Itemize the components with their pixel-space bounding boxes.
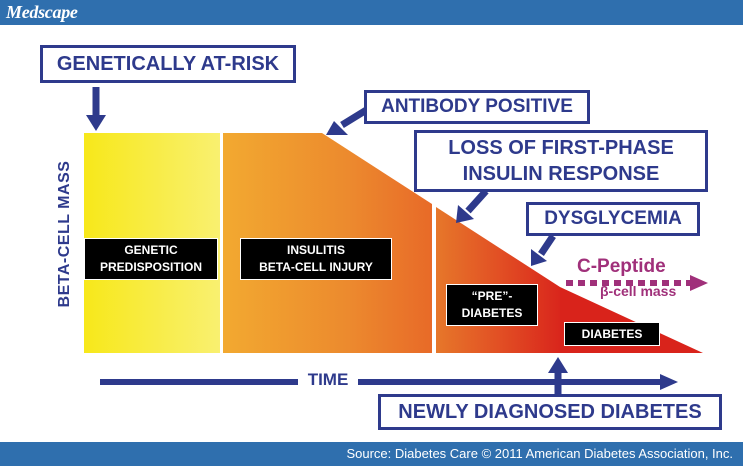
callout-loss-first-phase-line1: LOSS OF FIRST-PHASE (448, 137, 674, 159)
y-axis-label: BETA-CELL MASS (56, 160, 73, 308)
stage-label-genetic: GENETIC PREDISPOSITION (84, 238, 218, 280)
brand-logo: Medscape (6, 2, 78, 22)
dysglycemia-arrow-head (531, 249, 547, 266)
callout-genetically-at-risk: GENETICALLY AT-RISK (40, 45, 296, 83)
callout-loss-first-phase: LOSS OF FIRST-PHASE INSULIN RESPONSE (414, 130, 708, 192)
beta-cell-mass-label: β-cell mass (600, 283, 677, 299)
stage-label-diabetes: DIABETES (564, 322, 660, 346)
stage-label-genetic-line1: GENETIC (124, 243, 178, 257)
stage-label-insulitis: INSULITIS BETA-CELL INJURY (240, 238, 392, 280)
stage-label-pre-line2: DIABETES (461, 306, 523, 320)
stage-label-diabetes-text: DIABETES (581, 327, 643, 341)
header-bar: Medscape (0, 0, 743, 25)
first-phase-arrow-head (456, 205, 474, 223)
stage-label-insulitis-line1: INSULITIS (286, 243, 345, 257)
newly-diagnosed-arrow-head (548, 357, 568, 373)
antibody-arrow-line (340, 106, 370, 128)
c-peptide-arrow-head (690, 275, 708, 291)
callout-newly-diagnosed-text: NEWLY DIAGNOSED DIABETES (398, 401, 702, 423)
stage-label-insulitis-line2: BETA-CELL INJURY (259, 260, 373, 274)
c-peptide-title: C-Peptide (577, 256, 666, 277)
source-credit: Source: Diabetes Care © 2011 American Di… (346, 446, 733, 461)
x-axis-label: TIME (298, 370, 358, 392)
first-phase-arrow-line (465, 188, 489, 214)
callout-dysglycemia: DYSGLYCEMIA (526, 202, 700, 236)
callout-genetically-at-risk-text: GENETICALLY AT-RISK (56, 53, 280, 75)
callout-antibody-positive-text: ANTIBODY POSITIVE (381, 96, 573, 117)
antibody-arrow-head (326, 121, 348, 135)
stage-label-pre-diabetes: “PRE”- DIABETES (446, 284, 538, 326)
dysglycemia-arrow-line (538, 234, 556, 256)
callout-newly-diagnosed: NEWLY DIAGNOSED DIABETES (378, 394, 722, 430)
callout-antibody-positive: ANTIBODY POSITIVE (364, 90, 590, 124)
stage-label-genetic-line2: PREDISPOSITION (99, 260, 203, 274)
callout-loss-first-phase-line2: INSULIN RESPONSE (462, 163, 660, 185)
footer-bar: Source: Diabetes Care © 2011 American Di… (0, 442, 743, 466)
stage-label-pre-line1: “PRE”- (471, 289, 513, 303)
time-axis-arrow-head (660, 374, 678, 390)
at-risk-arrow-head (86, 115, 106, 131)
callout-dysglycemia-text: DYSGLYCEMIA (544, 208, 682, 229)
